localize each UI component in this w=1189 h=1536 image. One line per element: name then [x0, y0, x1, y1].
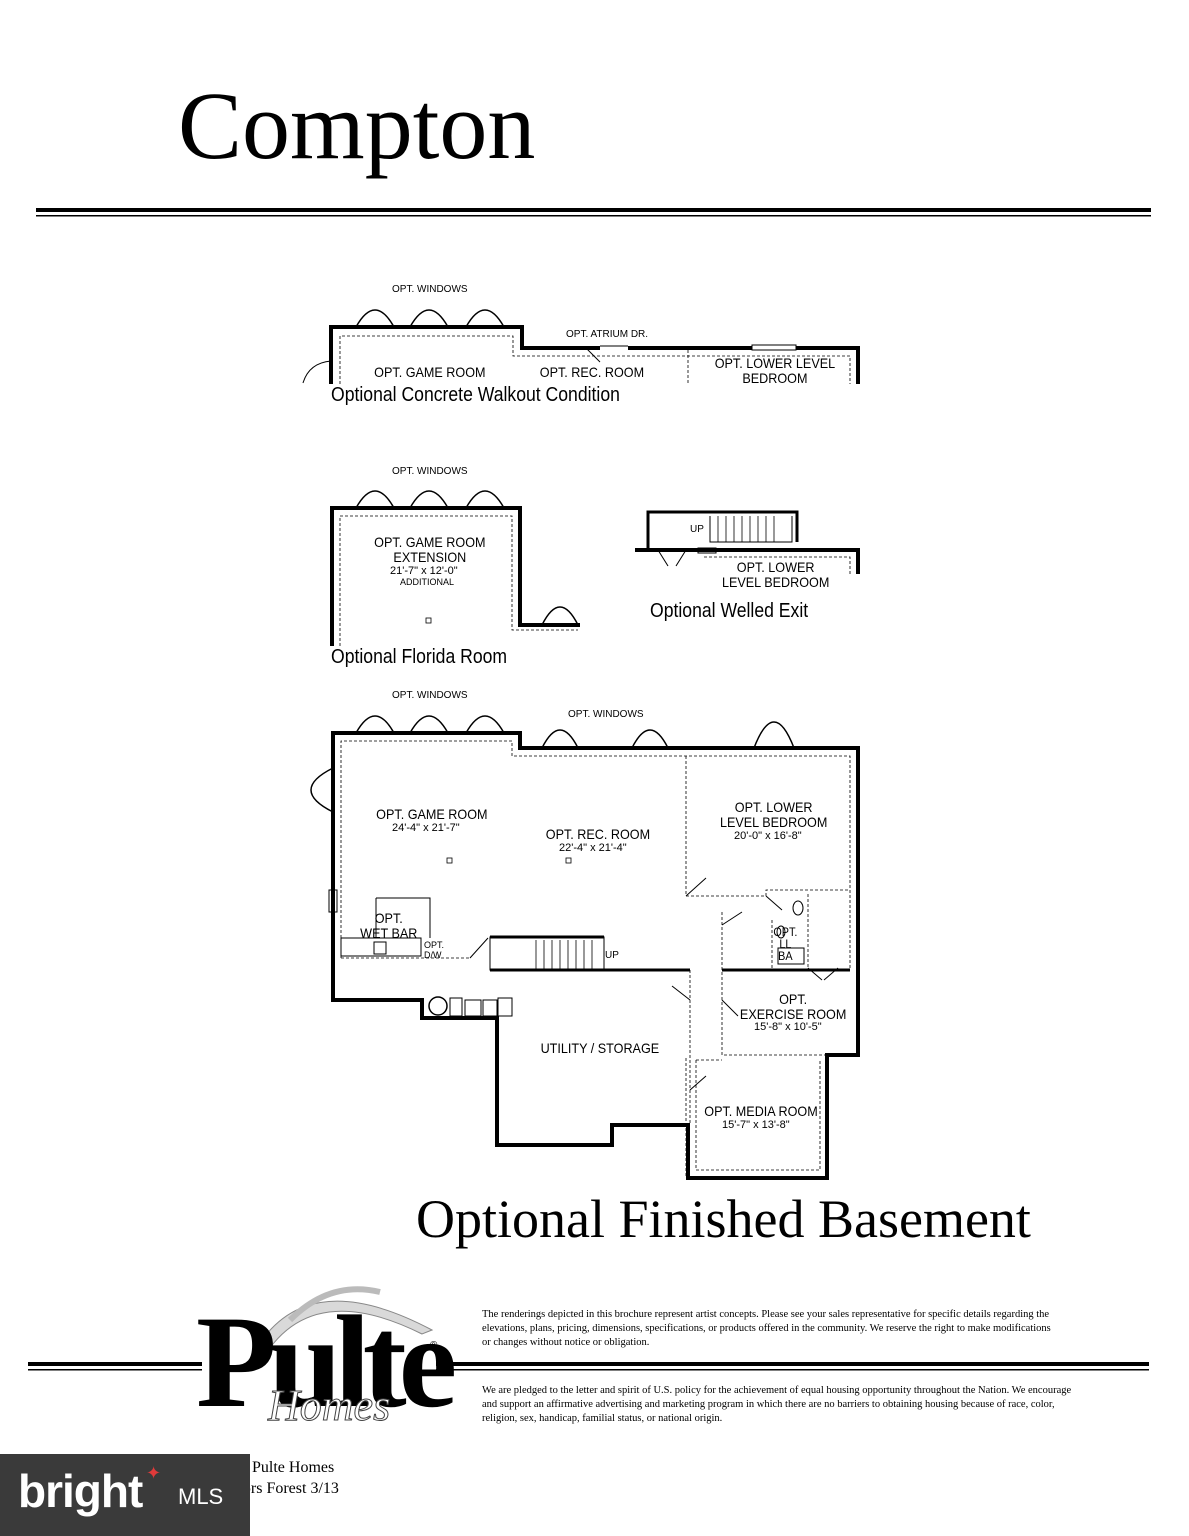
stair-up-label: UP — [605, 950, 619, 961]
media-room-label: OPT. MEDIA ROOM — [704, 1103, 818, 1119]
welled-up-label: UP — [690, 524, 704, 535]
florida-room-plan — [330, 490, 580, 646]
basement-bedroom-label: OPT. LOWER LEVEL BEDROOM — [719, 799, 828, 830]
walkout-plan — [302, 309, 860, 384]
welled-exit-plan — [635, 510, 860, 574]
footer-rule — [28, 1362, 1149, 1371]
florida-caption: Optional Florida Room — [331, 646, 508, 668]
ll-bath-label: OPT. LL BA — [773, 925, 798, 963]
walkout-rec-room-label: OPT. REC. ROOM — [539, 364, 645, 380]
pulte-roof-icon — [249, 1286, 434, 1361]
bright-mls-badge: bright ✦ MLS — [0, 1454, 250, 1536]
footer-community: llors Forest 3/13 — [234, 1480, 339, 1497]
disclaimer-equal-housing: We are pledged to the letter and spirit … — [482, 1385, 1072, 1424]
header-rule — [36, 208, 1151, 217]
basement-bedroom-dims: 20'-0" x 16'-8" — [734, 830, 802, 842]
walkout-atrium-label: OPT. ATRIUM DR. — [566, 329, 649, 340]
florida-additional-label: ADDITIONAL — [400, 577, 455, 587]
spark-icon: ✦ — [146, 1463, 162, 1483]
basement-game-room-dims: 24'-4" x 21'-7" — [392, 822, 460, 834]
walkout-bedroom-label: OPT. LOWER LEVEL BEDROOM — [714, 355, 836, 386]
exercise-room-dims: 15'-8" x 10'-5" — [754, 1021, 822, 1033]
walkout-windows-label: OPT. WINDOWS — [392, 284, 468, 295]
basement-windows-label-1: OPT. WINDOWS — [392, 690, 468, 701]
pulte-logo-script: Homes — [267, 1381, 391, 1430]
wet-bar-label: OPT. WET BAR — [360, 910, 418, 941]
walkout-caption: Optional Concrete Walkout Condition — [331, 384, 620, 406]
basement-windows-label-2: OPT. WINDOWS — [568, 709, 644, 720]
registered-mark: ® — [430, 1340, 438, 1351]
basement-rec-room-dims: 22'-4" x 21'-4" — [559, 842, 627, 854]
welled-bedroom-label: OPT. LOWER LEVEL BEDROOM — [721, 559, 830, 590]
florida-windows-label: OPT. WINDOWS — [392, 466, 468, 477]
walkout-game-room-label: OPT. GAME ROOM — [374, 364, 486, 380]
exercise-room-label: OPT. EXERCISE ROOM — [739, 991, 847, 1022]
plan-subtitle: Optional Finished Basement — [416, 1189, 1031, 1249]
basement-plan — [310, 715, 860, 1180]
footer-company: Pulte Homes — [252, 1459, 335, 1476]
basement-game-room-label: OPT. GAME ROOM — [376, 806, 488, 822]
welled-caption: Optional Welled Exit — [650, 600, 809, 622]
disclaimer-renderings: The renderings depicted in this brochure… — [482, 1309, 1051, 1348]
mls-logo-text: MLS — [178, 1484, 224, 1509]
florida-room-label: OPT. GAME ROOM EXTENSION — [374, 534, 486, 565]
media-room-dims: 15'-7" x 13'-8" — [722, 1119, 790, 1131]
utility-storage-label: UTILITY / STORAGE — [540, 1040, 660, 1056]
bright-logo-text: bright — [18, 1465, 143, 1517]
florida-room-dims: 21'-7" x 12'-0" — [390, 565, 458, 577]
pulte-logo-wordmark: Pulte — [196, 1288, 457, 1435]
basement-rec-room-label: OPT. REC. ROOM — [545, 826, 651, 842]
page-title: Compton — [178, 72, 536, 179]
dishwasher-label: OPT. D/W — [424, 940, 445, 960]
